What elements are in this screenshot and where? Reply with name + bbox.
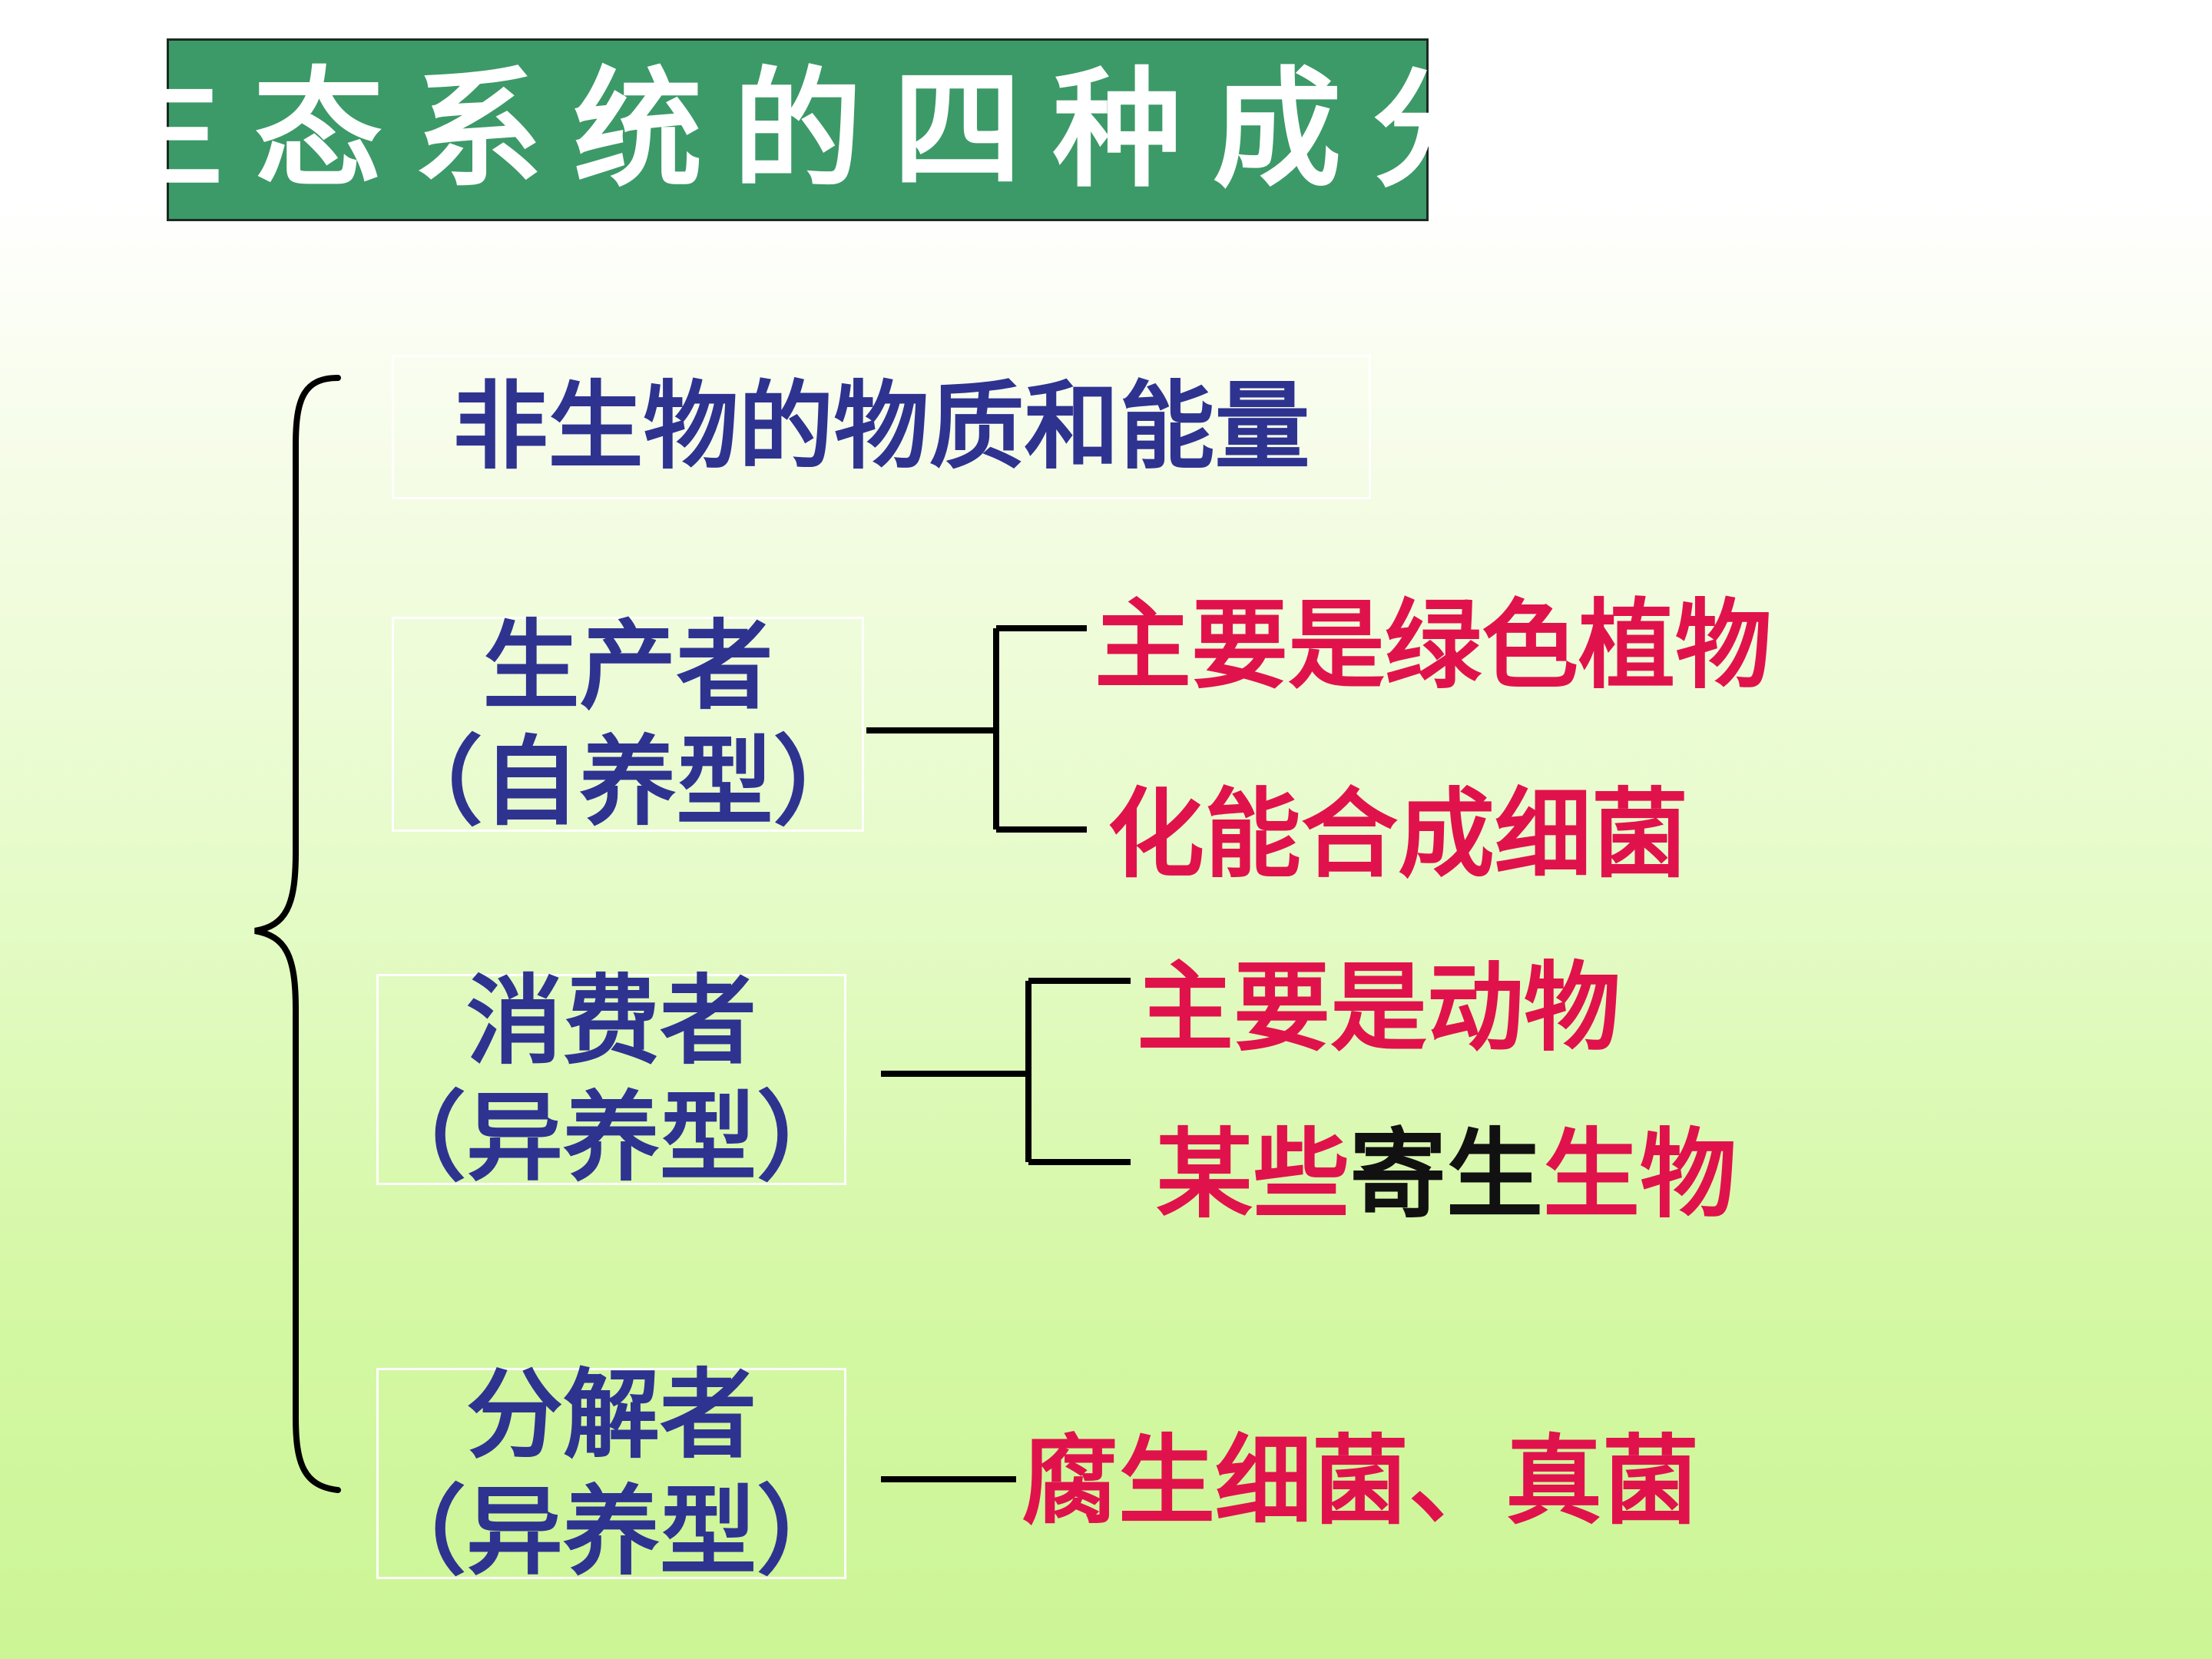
decomposer-example: 腐生细菌、真菌	[1022, 1425, 1699, 1538]
parasite-text-highlight: 寄生	[1349, 1118, 1543, 1231]
producer-example-chemosynthetic-bacteria: 化能合成细菌	[1108, 778, 1688, 891]
consumer-name: 消费者	[466, 965, 757, 1078]
decomposer-box: 分解者 （异养型）	[369, 1359, 853, 1588]
abiotic-component-label: 非生物的物质和能量	[452, 371, 1310, 482]
main-curly-brace	[254, 375, 341, 1493]
parasite-text-some: 某些	[1156, 1118, 1349, 1231]
page-title: 生态系统的四种成分	[94, 55, 1532, 205]
producer-box: 生产者 （自养型）	[386, 610, 870, 839]
abiotic-component-box: 非生物的物质和能量	[392, 355, 1371, 499]
consumer-box: 消费者 （异养型）	[369, 965, 853, 1194]
producer-name: 生产者	[482, 609, 773, 723]
consumer-bracket	[881, 978, 1131, 1165]
consumer-example-parasites: 某些寄生生物	[1156, 1127, 1737, 1224]
producer-bracket	[866, 625, 1087, 833]
decomposer-name: 分解者	[466, 1359, 757, 1472]
title-banner: 生态系统的四种成分	[94, 38, 1502, 221]
producer-example-green-plants: 主要是绿色植物	[1094, 589, 1772, 702]
producer-type: （自养型）	[386, 726, 870, 839]
consumer-type: （异养型）	[369, 1081, 853, 1194]
parasite-text-organisms: 生物	[1543, 1118, 1737, 1231]
decomposer-type: （异养型）	[369, 1475, 853, 1588]
consumer-example-animals: 主要是动物	[1137, 952, 1621, 1065]
